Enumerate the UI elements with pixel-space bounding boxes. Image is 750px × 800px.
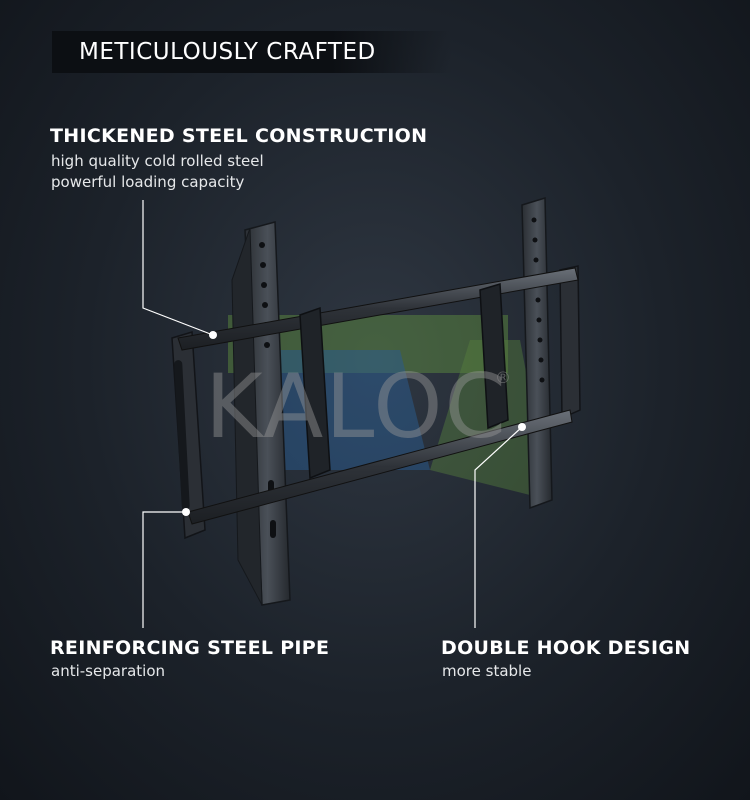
pointer-dot-steel-construction: [209, 331, 217, 339]
callout-line-more-stable: more stable: [442, 662, 532, 680]
watermark-registered-mark: ®: [495, 368, 511, 387]
watermark-text: KALOC: [205, 355, 508, 458]
callout-title-steel-pipe: REINFORCING STEEL PIPE: [50, 637, 330, 659]
leader-line-steel-pipe: [142, 511, 186, 628]
callout-title-steel-construction: THICKENED STEEL CONSTRUCTION: [50, 125, 428, 147]
watermark-blue-shape: [248, 350, 430, 470]
left-hook: [299, 306, 331, 480]
pointer-dot-double-hook: [518, 423, 526, 431]
callout-line-anti-separation: anti-separation: [51, 662, 166, 680]
header-banner: METICULOUSLY CRAFTED: [52, 31, 452, 73]
bottom-steel-pipe: [187, 409, 573, 525]
leader-line-steel-construction: [142, 200, 214, 336]
leader-line-double-hook: [474, 426, 523, 628]
right-hook: [479, 283, 509, 430]
callout-title-double-hook: DOUBLE HOOK DESIGN: [441, 637, 691, 659]
callout-line-steel-quality: high quality cold rolled steel: [51, 152, 264, 170]
right-hanging-arm: [559, 265, 581, 420]
pointer-dot-steel-pipe: [182, 508, 190, 516]
banner-title: METICULOUSLY CRAFTED: [79, 39, 376, 65]
top-steel-pipe: [177, 267, 579, 351]
callout-line-loading-capacity: powerful loading capacity: [51, 173, 245, 191]
